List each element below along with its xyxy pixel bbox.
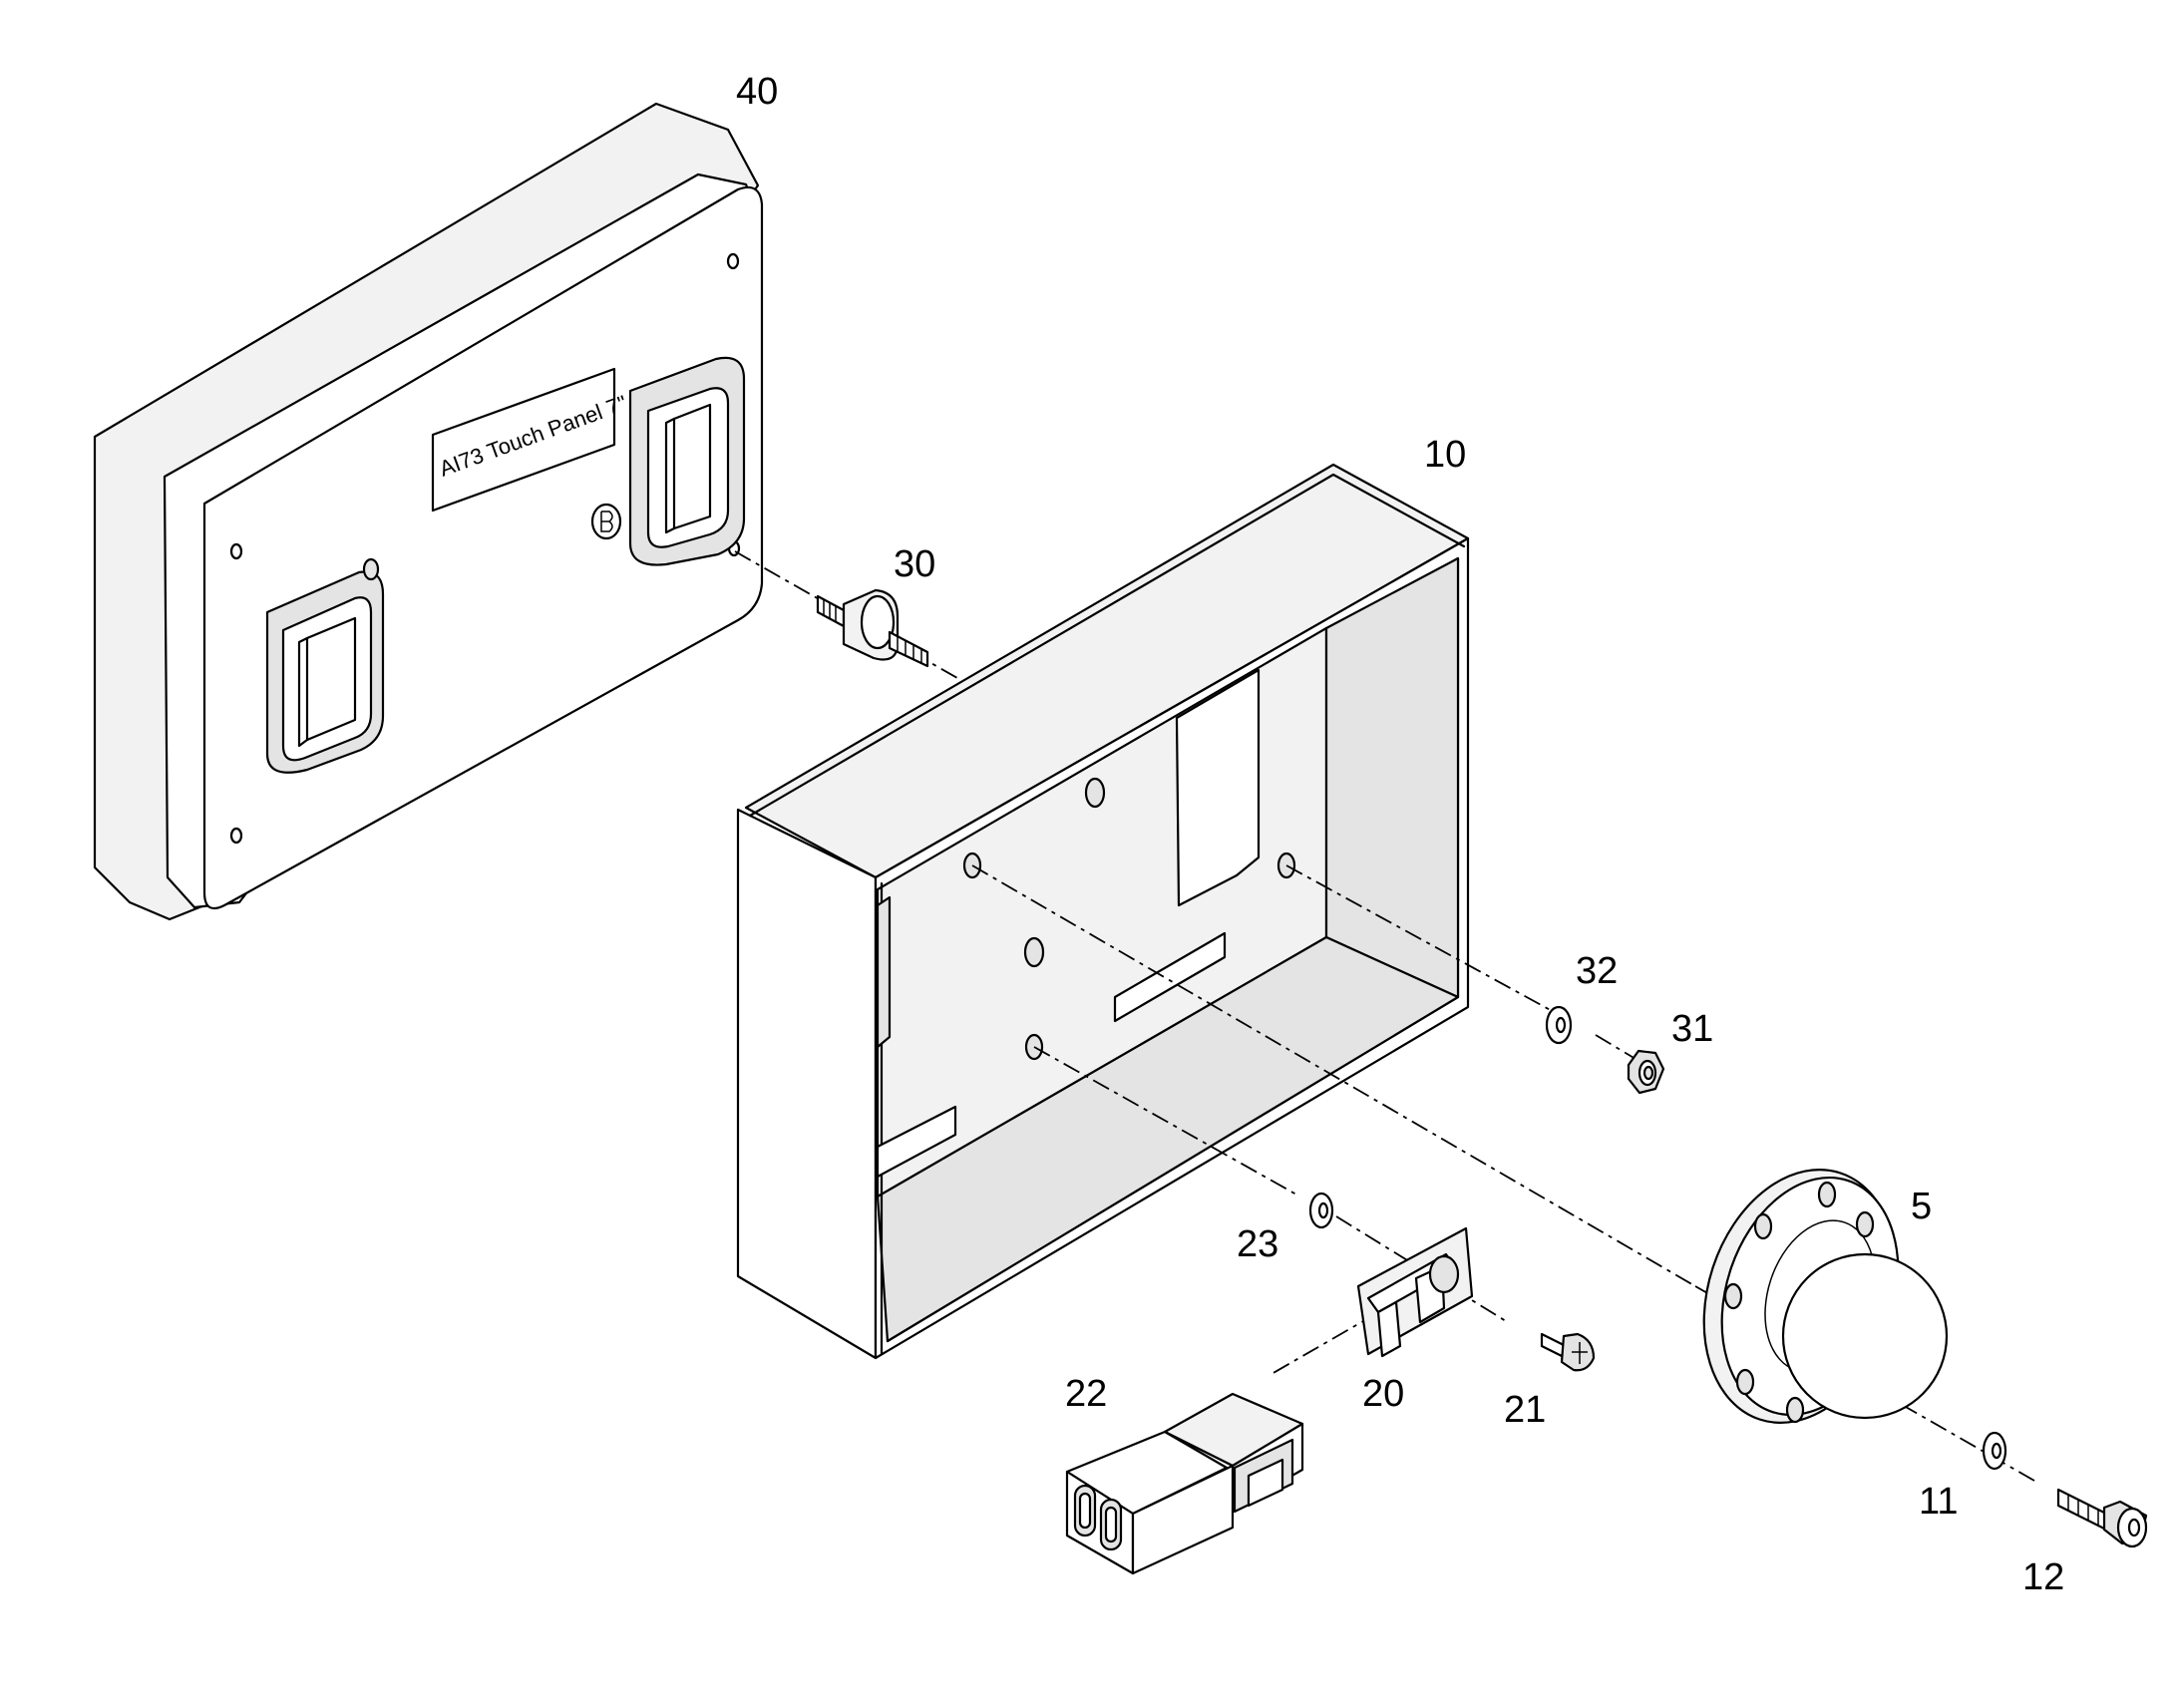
ball-mount	[1702, 1169, 1949, 1424]
screw-21	[1540, 1332, 1596, 1372]
panel-hole	[726, 252, 740, 270]
panel-hole	[229, 827, 243, 845]
panel-connector-lower	[265, 557, 385, 774]
box-hole	[1084, 777, 1106, 809]
callout-30: 30	[894, 543, 935, 585]
callout-31: 31	[1671, 1008, 1713, 1050]
callout-40: 40	[736, 71, 778, 113]
box-slot-horizontal	[1113, 931, 1227, 1023]
washer-32	[1545, 1005, 1573, 1045]
cap-screw-12	[2056, 1488, 2148, 1548]
touch-panel-assembly: AI73 Touch Panel 7"	[93, 102, 764, 921]
box-slot-lower	[876, 1105, 957, 1179]
callout-labels: 40 10 30 32 31 5 23 20 21 22 11 12	[736, 71, 2064, 1598]
hex-nut-31	[1627, 1049, 1665, 1095]
callout-21: 21	[1504, 1389, 1546, 1431]
product-label-plate	[431, 367, 616, 512]
panel-hole	[229, 542, 243, 560]
box-hole	[1023, 936, 1045, 968]
connector-bracket	[1356, 1226, 1474, 1358]
washer-23	[1308, 1192, 1334, 1229]
box-slot-vertical	[1175, 668, 1261, 907]
callout-22: 22	[1065, 1373, 1107, 1415]
callout-5: 5	[1911, 1186, 1932, 1227]
washer-11	[1982, 1431, 2007, 1471]
callout-32: 32	[1576, 950, 1618, 992]
plug-connector	[1065, 1392, 1304, 1575]
callout-11: 11	[1919, 1481, 1958, 1523]
callout-12: 12	[2022, 1556, 2064, 1598]
callout-10: 10	[1424, 434, 1466, 476]
mounting-box	[736, 463, 1470, 1360]
panel-connector-upper	[628, 356, 746, 566]
standoff-bolt	[816, 588, 929, 668]
callout-23: 23	[1237, 1223, 1278, 1265]
callout-20: 20	[1362, 1373, 1404, 1415]
